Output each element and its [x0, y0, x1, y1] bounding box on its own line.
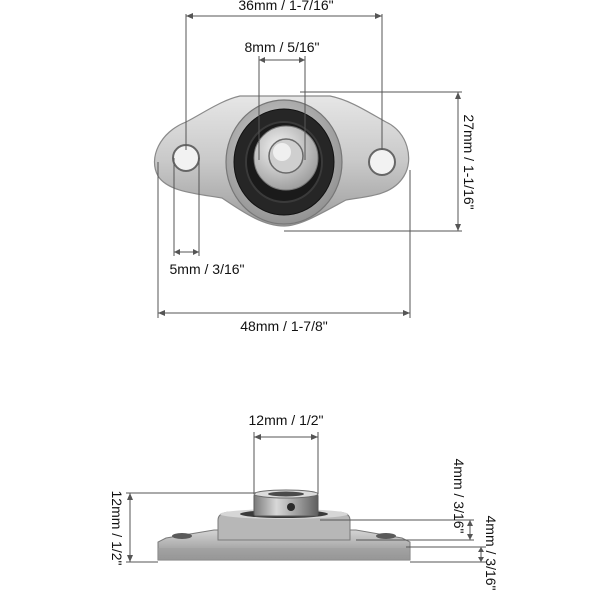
- mount-hole-label: 5mm / 3/16": [170, 261, 245, 277]
- side-flange-edge: [158, 548, 410, 560]
- housing-thickness-label: 4mm / 3/16": [451, 459, 467, 534]
- bore-highlight: [273, 143, 291, 161]
- set-screw: [287, 503, 295, 511]
- top-view: 36mm / 1-7/16" 8mm / 5/16" 27mm / 1-1/16…: [153, 0, 477, 334]
- dim-bore: [258, 56, 306, 160]
- mount-hole-right: [368, 148, 396, 176]
- dim-mount-hole: [173, 158, 200, 256]
- side-collar-bore: [268, 491, 304, 497]
- dim-collar-width: [253, 432, 319, 494]
- side-hole-left: [172, 533, 192, 539]
- dim-housing-thickness: [320, 519, 474, 541]
- side-view: 12mm / 1/2" 12mm / 1/2" 4mm / 3/16": [109, 412, 499, 591]
- hole-spacing-label: 36mm / 1-7/16": [238, 0, 333, 13]
- height-label: 27mm / 1-1/16": [461, 114, 477, 209]
- overall-length-label: 48mm / 1-7/8": [240, 318, 327, 334]
- collar-width-label: 12mm / 1/2": [249, 412, 324, 428]
- bore-label: 8mm / 5/16": [245, 39, 320, 55]
- flange-thickness-label: 4mm / 3/16": [483, 516, 499, 591]
- dim-total-height: [126, 492, 256, 563]
- side-hole-right: [376, 533, 396, 539]
- dim-height: [284, 91, 462, 232]
- dim-hole-spacing: [185, 13, 383, 150]
- dim-overall-length: [157, 162, 411, 318]
- dim-flange-thickness: [406, 546, 486, 563]
- total-height-label: 12mm / 1/2": [109, 491, 125, 566]
